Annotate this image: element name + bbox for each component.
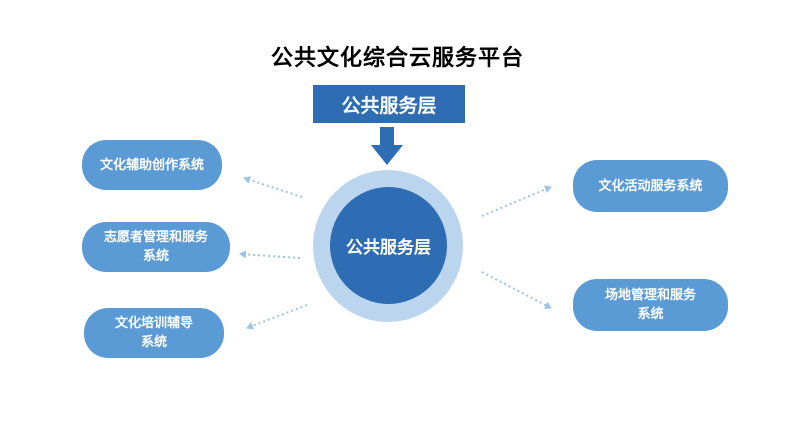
node-label-line: 系统 xyxy=(142,249,169,264)
node-culture-activity-system: 文化活动服务系统 xyxy=(573,160,728,212)
node-label-line: 系统 xyxy=(140,335,167,350)
connector-right-1 xyxy=(481,185,552,217)
connector-right-2 xyxy=(481,271,552,309)
node-venue-management-system: 场地管理和服务 系统 xyxy=(573,279,728,331)
center-circle: 公共服务层 xyxy=(330,187,447,304)
node-label-line: 文化活动服务系统 xyxy=(598,178,703,194)
node-label-line: 文化培训辅导 xyxy=(114,316,193,331)
connector-left-2 xyxy=(239,250,301,259)
node-culture-training-system: 文化培训辅导 系统 xyxy=(84,308,224,358)
arrow-down-icon xyxy=(371,127,403,165)
node-label-line: 志愿者管理和服务 xyxy=(103,230,208,245)
layer-banner: 公共服务层 xyxy=(313,85,465,123)
node-label-line: 系统 xyxy=(637,307,664,322)
diagram-title: 公共文化综合云服务平台 xyxy=(270,46,524,71)
connector-left-1 xyxy=(243,176,303,198)
connector-left-3 xyxy=(246,304,308,330)
node-label-line: 场地管理和服务 xyxy=(604,288,696,303)
node-label-line: 文化辅助创作系统 xyxy=(99,157,204,173)
node-volunteer-management-system: 志愿者管理和服务 系统 xyxy=(82,222,230,272)
node-culture-creation-system: 文化辅助创作系统 xyxy=(82,140,222,190)
